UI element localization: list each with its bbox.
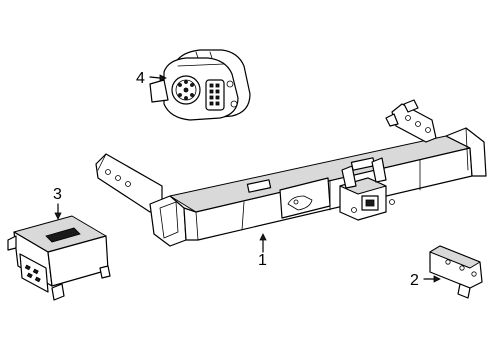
callout-number-4: 4	[136, 70, 145, 87]
leader-arrow-1	[259, 233, 267, 241]
callout-number-3: 3	[53, 186, 62, 203]
leader-arrow-3	[54, 212, 62, 220]
callout-number-2: 2	[410, 272, 419, 289]
leader-arrow-2	[433, 275, 441, 283]
control-module-part	[7, 215, 111, 301]
hitch-receiver-part	[95, 99, 487, 247]
leader-arrow-4	[159, 74, 167, 82]
leader-line-4	[149, 76, 161, 79]
callout-number-1: 1	[258, 252, 267, 269]
trailer-connector-part	[149, 49, 251, 121]
mounting-bracket-part	[429, 245, 483, 299]
callout-leaders	[54, 74, 441, 283]
